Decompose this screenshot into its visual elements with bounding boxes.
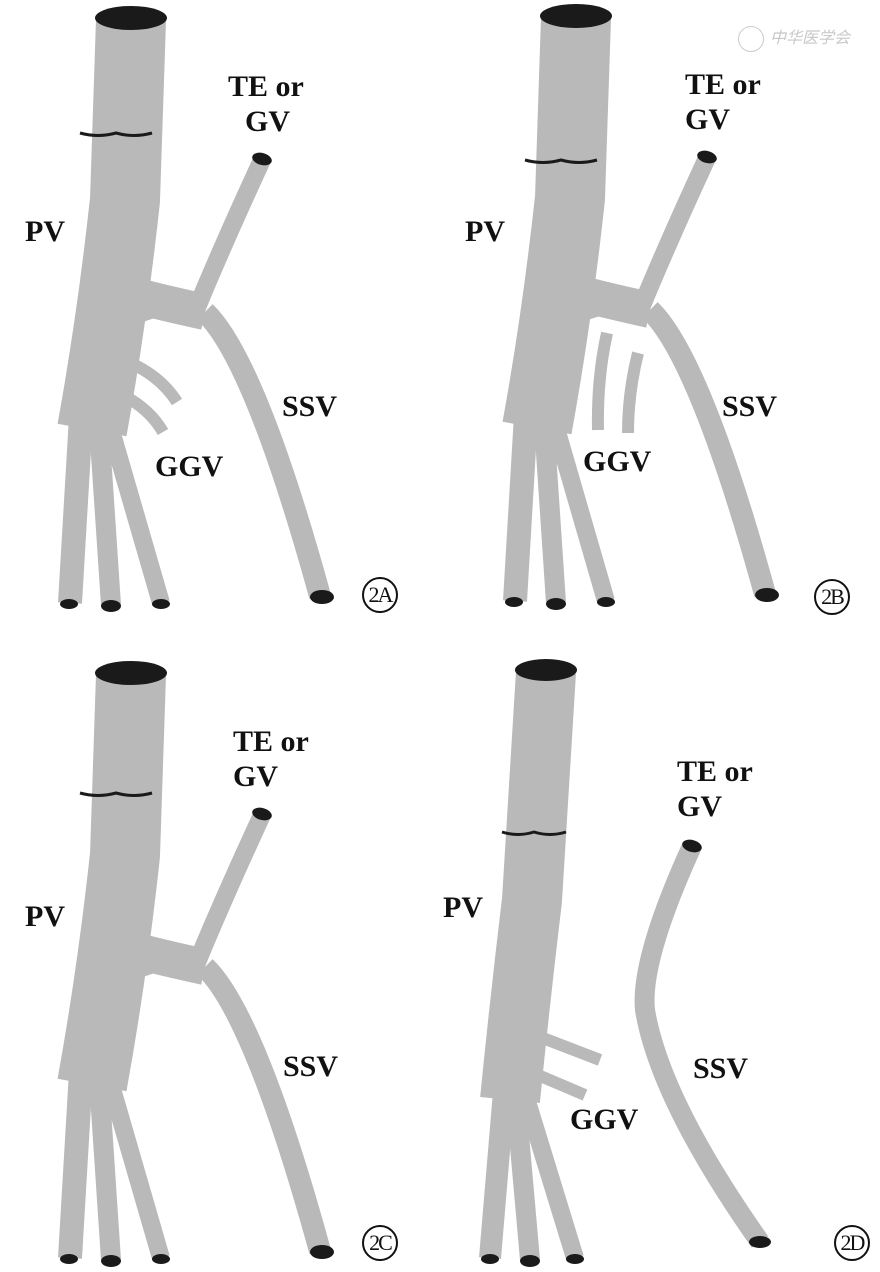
branch-lumen-left-d <box>481 1254 499 1264</box>
label-gv-c: GV <box>233 760 278 793</box>
label-ggv-a: GGV <box>155 450 224 483</box>
panel-badge-c: 2C <box>362 1225 398 1261</box>
seal-icon <box>738 25 764 52</box>
lower-connector-b <box>549 295 654 336</box>
anastomosis-suture-c <box>79 791 153 797</box>
branch-lumen-middle-d <box>520 1255 540 1267</box>
pv-branch-left-d <box>479 1079 516 1259</box>
pv-branch-left-a <box>58 399 94 604</box>
branch-lumen-left-a <box>60 599 78 609</box>
pv-branch-middle-c <box>88 1064 121 1261</box>
ssv-lumen-b <box>755 588 779 602</box>
pv-branch-middle-a <box>88 409 121 606</box>
branch-lumen-middle-a <box>101 600 121 612</box>
branch-lumen-left-b <box>505 597 523 607</box>
portal-vein-trunk-d <box>480 670 576 1103</box>
ggv-b-2 <box>622 351 644 434</box>
branch-lumen-right-d <box>566 1254 584 1264</box>
portal-vein-trunk-b <box>502 16 611 435</box>
te-gv-branch-c <box>189 811 271 964</box>
label-ssv-c: SSV <box>283 1050 339 1083</box>
pv-branch-right-d <box>516 1092 584 1261</box>
label-gv-b: GV <box>685 103 730 136</box>
label-ssv-a: SSV <box>282 390 338 423</box>
label-gv-a: GV <box>245 105 290 138</box>
label-ggv-b: GGV <box>583 445 652 478</box>
ggv-d-1 <box>532 1029 603 1066</box>
panel-badge-a: 2A <box>362 577 398 613</box>
label-gv-d: GV <box>677 790 722 823</box>
branch-lumen-left-c <box>60 1254 78 1264</box>
panel-badge-b: 2B <box>814 579 850 615</box>
branch-lumen-right-b <box>597 597 615 607</box>
branch-lumen-right-a <box>152 599 170 609</box>
label-ssv-b: SSV <box>722 390 778 423</box>
label-pv-b: PV <box>465 215 505 248</box>
branch-lumen-right-c <box>152 1254 170 1264</box>
anastomosis-suture-b <box>524 158 598 164</box>
pv-branch-right-a <box>99 417 170 606</box>
ssv-vessel-d <box>634 841 769 1248</box>
ggv-d-2 <box>535 1069 588 1101</box>
label-pv-c: PV <box>25 900 65 933</box>
ssv-lumen-d <box>749 1236 771 1248</box>
ssv-vessel-a <box>197 304 331 599</box>
watermark: 中华医学会 <box>738 24 850 52</box>
label-te-d: TE or <box>677 755 753 788</box>
trunk-lumen-c <box>95 661 167 685</box>
label-te-c: TE or <box>233 725 309 758</box>
label-te-a: TE or <box>228 70 304 103</box>
ggv-a-2 <box>113 386 169 436</box>
te-gv-lumen-c <box>252 807 272 821</box>
branch-lumen-middle-b <box>546 598 566 610</box>
portal-vein-trunk-c <box>57 673 166 1092</box>
label-ggv-d: GGV <box>570 1103 639 1136</box>
anastomosis-suture-d <box>501 830 567 836</box>
branch-lumen-middle-c <box>101 1255 121 1267</box>
label-te-b: TE or <box>685 68 761 101</box>
lower-connector-a <box>104 297 209 338</box>
te-gv-lumen-d <box>682 839 702 853</box>
te-gv-branch-a <box>189 156 271 309</box>
ggv-b-1 <box>591 331 613 431</box>
watermark-text: 中华医学会 <box>770 28 851 47</box>
trunk-lumen-d <box>515 659 577 681</box>
pv-branch-left-b <box>503 397 539 602</box>
label-pv-a: PV <box>25 215 65 248</box>
ssv-vessel-b <box>642 302 776 597</box>
ssv-lumen-c <box>310 1245 334 1259</box>
label-ssv-d: SSV <box>693 1052 749 1085</box>
te-gv-branch-b <box>634 154 716 307</box>
te-gv-lumen-b <box>697 150 717 164</box>
trunk-lumen-a <box>95 6 167 30</box>
portal-vein-trunk-a <box>57 18 166 437</box>
lower-connector-c <box>104 952 209 993</box>
pv-branch-right-b <box>544 415 615 604</box>
ssv-lumen-a <box>310 590 334 604</box>
label-pv-d: PV <box>443 891 483 924</box>
panel-badge-d: 2D <box>834 1225 870 1261</box>
te-gv-lumen-a <box>252 152 272 166</box>
trunk-lumen-b <box>540 4 612 28</box>
pv-branch-left-c <box>58 1054 94 1259</box>
anastomosis-suture-a <box>79 131 153 137</box>
pv-branch-middle-b <box>533 407 566 604</box>
ggv-a-1 <box>115 352 183 406</box>
pv-branch-right-c <box>99 1072 170 1261</box>
ssv-vessel-c <box>197 959 331 1254</box>
pv-branch-middle-d <box>505 1089 540 1261</box>
